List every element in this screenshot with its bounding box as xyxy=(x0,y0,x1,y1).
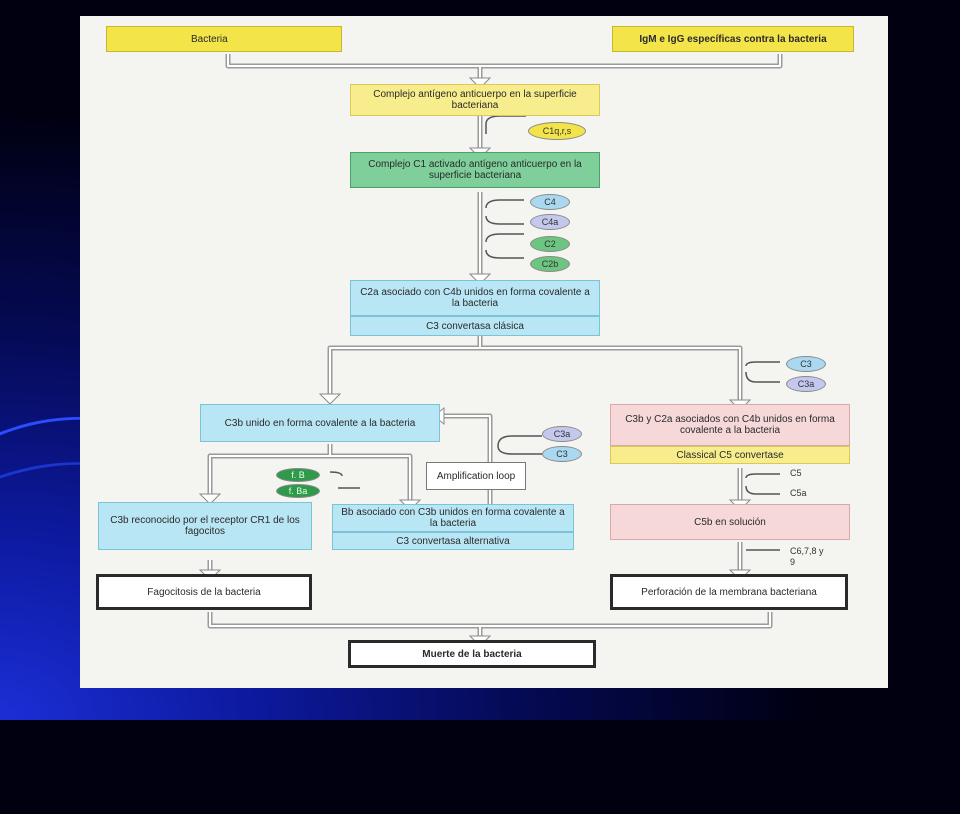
c2a-c4b-label: C2a asociado con C4b unidos en forma cov… xyxy=(360,287,590,309)
bacteria-label: Bacteria xyxy=(191,33,228,45)
c3b-bound-label: C3b unido en forma covalente a la bacter… xyxy=(224,417,416,429)
amplification-label: Amplification loop xyxy=(436,470,516,482)
amplification-loop-box: Amplification loop xyxy=(426,462,526,490)
c5b-label: C5b en solución xyxy=(694,516,766,528)
c3b-receptor-label: C3b reconocido por el receptor CR1 de lo… xyxy=(110,515,300,537)
c3-convertase-alt-box: C3 convertasa alternativa xyxy=(332,532,574,550)
c3-right-label: C3 xyxy=(800,359,812,369)
flow-arrows xyxy=(198,54,783,647)
bacteria-box: Bacteria xyxy=(106,26,342,52)
bb-c3b-box: Bb asociado con C3b unidos en forma cova… xyxy=(332,504,574,532)
complex-label: Complejo antígeno anticuerpo en la super… xyxy=(373,89,577,111)
factor-b-badge: f. B xyxy=(276,468,320,482)
c2b-badge: C2b xyxy=(530,256,570,272)
factor-ba-badge: f. Ba xyxy=(276,484,320,498)
c1-complex-label: Complejo C1 activado antígeno anticuerpo… xyxy=(368,159,582,181)
c3a-right-badge: C3a xyxy=(786,376,826,392)
phagocytosis-box: Fagocitosis de la bacteria xyxy=(96,574,312,610)
c6789-label: C6,7,8 y 9 xyxy=(790,546,824,567)
perforation-label: Perforación de la membrana bacteriana xyxy=(641,586,817,598)
bb-c3b-label: Bb asociado con C3b unidos en forma cova… xyxy=(341,507,565,529)
c5-label: C5 xyxy=(790,468,802,478)
c3b-c2a-box: C3b y C2a asociados con C4b unidos en fo… xyxy=(610,404,850,446)
perforation-box: Perforación de la membrana bacteriana xyxy=(610,574,848,610)
c1qrs-label: C1q,r,s xyxy=(542,126,572,136)
bacteria-death-box: Muerte de la bacteria xyxy=(348,640,596,668)
c4-badge: C4 xyxy=(530,194,570,210)
c3-convertase-alt-label: C3 convertasa alternativa xyxy=(396,535,510,547)
c3a-mid-label: C3a xyxy=(553,429,571,439)
c5b-box: C5b en solución xyxy=(610,504,850,540)
c3b-receptor-box: C3b reconocido por el receptor CR1 de lo… xyxy=(98,502,312,550)
phagocytosis-label: Fagocitosis de la bacteria xyxy=(147,586,261,598)
c2-label: C2 xyxy=(544,239,556,249)
antibodies-box: IgM e IgG específicas contra la bacteria xyxy=(612,26,854,52)
c5-convertase-label: Classical C5 convertase xyxy=(676,449,784,461)
c3-convertase-classic-box: C3 convertasa clásica xyxy=(350,316,600,336)
c1-complex-box: Complejo C1 activado antígeno anticuerpo… xyxy=(350,152,600,188)
factor-ba-label: f. Ba xyxy=(288,486,308,496)
c3-convertase-classic-label: C3 convertasa clásica xyxy=(426,320,524,332)
c5a-label: C5a xyxy=(790,488,807,498)
c3b-c2a-label: C3b y C2a asociados con C4b unidos en fo… xyxy=(625,414,835,436)
c3-right-badge: C3 xyxy=(786,356,826,372)
death-label: Muerte de la bacteria xyxy=(422,648,522,660)
c3-mid-badge: C3 xyxy=(542,446,582,462)
c3-mid-label: C3 xyxy=(556,449,568,459)
antibodies-label: IgM e IgG específicas contra la bacteria xyxy=(639,33,827,45)
c3b-bound-box: C3b unido en forma covalente a la bacter… xyxy=(200,404,440,442)
c4-label: C4 xyxy=(544,197,556,207)
c4a-badge: C4a xyxy=(530,214,570,230)
c3a-mid-badge: C3a xyxy=(542,426,582,442)
c2-badge: C2 xyxy=(530,236,570,252)
antigen-antibody-complex-box: Complejo antígeno anticuerpo en la super… xyxy=(350,84,600,116)
factor-b-label: f. B xyxy=(291,470,305,480)
c1qrs-badge: C1q,r,s xyxy=(528,122,586,140)
c2b-label: C2b xyxy=(541,259,559,269)
c4a-label: C4a xyxy=(541,217,559,227)
c5-convertase-box: Classical C5 convertase xyxy=(610,446,850,464)
c3a-right-label: C3a xyxy=(797,379,815,389)
c2a-c4b-box: C2a asociado con C4b unidos en forma cov… xyxy=(350,280,600,316)
